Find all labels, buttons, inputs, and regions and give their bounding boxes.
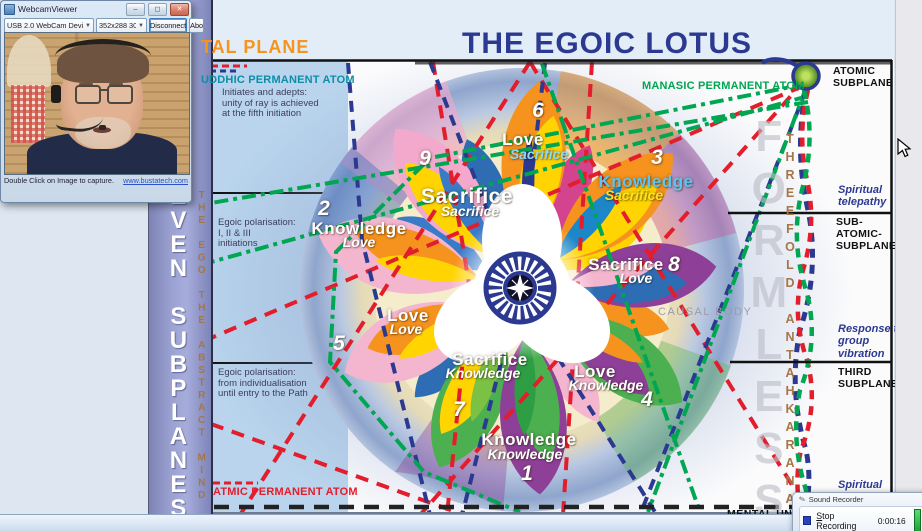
mouse-cursor-icon (897, 138, 912, 158)
beard (75, 117, 131, 149)
webcam-window: WebcamViewer – ◻ ✕ USB 2.0 WebCam Devic … (0, 0, 205, 203)
threefold-antahkarana-vertical-text: THREEFOLD ANTAHKARANA (783, 132, 797, 510)
petal-9-sub: Sacrifice (440, 203, 500, 219)
petal-8-main: Sacrifice (588, 255, 664, 274)
spiritual-telepathy-label: Spiritual telepathy (838, 184, 887, 209)
formless-vertical-text: FORMLESS (744, 112, 794, 528)
petal-4-main: Love (574, 362, 616, 381)
sound-recorder-titlebar[interactable]: ✎ Sound Recorder (793, 493, 922, 505)
petal-8-number: 8 (668, 253, 680, 276)
bustatech-link[interactable]: www.bustatech.com (123, 176, 188, 185)
diagram-title: THE EGOIC LOTUS (461, 27, 753, 61)
resolution-select[interactable]: 352x288 30 ▼ (96, 18, 147, 33)
petal-1-main: Knowledge (481, 430, 577, 449)
petal-4-number: 4 (641, 388, 653, 411)
plane-label: TAL PLANE (201, 37, 310, 57)
petal-1-number: 1 (521, 462, 533, 485)
stop-icon (803, 516, 812, 525)
petal-9-number: 9 (419, 147, 431, 170)
green-dashdot-lines (211, 63, 809, 512)
response-vibration-label: Response to group vibration (838, 323, 904, 360)
petal-9-main: Sacrifice (420, 185, 514, 208)
sound-recorder-icon: ✎ (797, 494, 807, 505)
maximize-button[interactable]: ◻ (148, 2, 167, 16)
petal-2-sub: Love (342, 234, 376, 250)
petal-6-number: 6 (532, 99, 544, 122)
petal-7-main: Sacrifice (452, 350, 528, 369)
capture-hint-text: Double Click on Image to capture. (4, 176, 114, 185)
spiritual-label: Spiritual (838, 479, 883, 491)
headset-earpiece (51, 85, 61, 103)
atmic-permanent-atom-label: ATMIC PERMANENT ATOM (213, 486, 358, 498)
seven-subplanes-vertical-text: EVEN SUBPLANES O (164, 183, 192, 531)
disconnect-button[interactable]: Disconnect (149, 18, 188, 33)
webcam-titlebar[interactable]: WebcamViewer – ◻ ✕ (1, 1, 191, 16)
audio-level-meter (913, 509, 921, 531)
stop-recording-button[interactable]: Stop Recording 0:00:16 (799, 506, 922, 531)
petal-5-sub: Love (389, 321, 423, 337)
headset-band (55, 39, 151, 74)
glasses-right-lens (107, 85, 133, 104)
manasic-atom-sphere (760, 57, 821, 91)
about-button[interactable]: Abo (189, 18, 205, 33)
petal-2-number: 2 (318, 197, 330, 220)
petal-6-sub: Sacrifice (509, 146, 569, 162)
note-polarisation-1: Egoic polarisation: I, II & III initiati… (218, 217, 296, 250)
sub-atomic-subplane-label: SUB- ATOMIC- SUBPLANE (836, 216, 897, 252)
microphone-tip (99, 125, 106, 130)
manasic-permanent-atom-label: MANASIC PERMANENT ATOM (642, 80, 805, 92)
chevron-down-icon: ▼ (138, 22, 144, 29)
petal-1-sub: Knowledge (487, 446, 563, 462)
petal-5-main: Love (387, 306, 429, 325)
lotus-center-jewel (433, 184, 611, 364)
recording-time: 0:00:16 (877, 515, 906, 526)
petal-5-number: 5 (333, 332, 345, 355)
sound-recorder-title: Sound Recorder (808, 495, 864, 504)
checkered-curtain (11, 85, 45, 143)
causal-body-label: CAUSAL BODY (658, 306, 753, 318)
antahkarana-braid (792, 89, 815, 512)
petal-3-sub: Sacrifice (604, 187, 664, 203)
third-subplane-label: THIRD SUBPLANE (838, 366, 899, 390)
petal-2-main: Knowledge (311, 219, 407, 238)
petal-7-sub: Knowledge (445, 365, 521, 381)
webcam-video-feed[interactable] (4, 32, 190, 175)
close-button[interactable]: ✕ (170, 2, 189, 16)
petal-4-sub: Knowledge (568, 377, 644, 393)
ego-abstract-mind-vertical-text: THE EGO THE ABSTRACT MIND (196, 190, 208, 503)
webcam-title: WebcamViewer (18, 4, 78, 14)
right-page-margin (895, 0, 922, 515)
buddhic-permanent-atom-label: UDDHIC PERMANENT ATOM (201, 74, 355, 86)
petal-7-number: 7 (453, 398, 465, 421)
bottom-scrollbar-strip[interactable] (0, 514, 922, 531)
note-polarisation-2: Egoic polarisation: from individualisati… (218, 367, 308, 400)
atomic-subplane-label: ATOMIC SUBPLANE (833, 65, 894, 89)
webcam-app-icon (4, 3, 15, 15)
note-initiates: Initiates and adepts: unity of ray is ac… (222, 87, 319, 120)
glasses-left-lens (75, 85, 101, 104)
petal-6-main: Love (502, 130, 544, 149)
red-dashed-lines (211, 61, 807, 512)
device-select[interactable]: USB 2.0 WebCam Devic ▼ (4, 18, 94, 33)
minimize-button[interactable]: – (126, 2, 145, 16)
petal-3-number: 3 (651, 146, 663, 169)
petal-8-sub: Love (619, 270, 653, 286)
sound-recorder-window: ✎ Sound Recorder Stop Recording 0:00:16 (792, 492, 922, 531)
petal-3-main: Knowledge (598, 172, 694, 191)
chevron-down-icon: ▼ (85, 22, 91, 29)
